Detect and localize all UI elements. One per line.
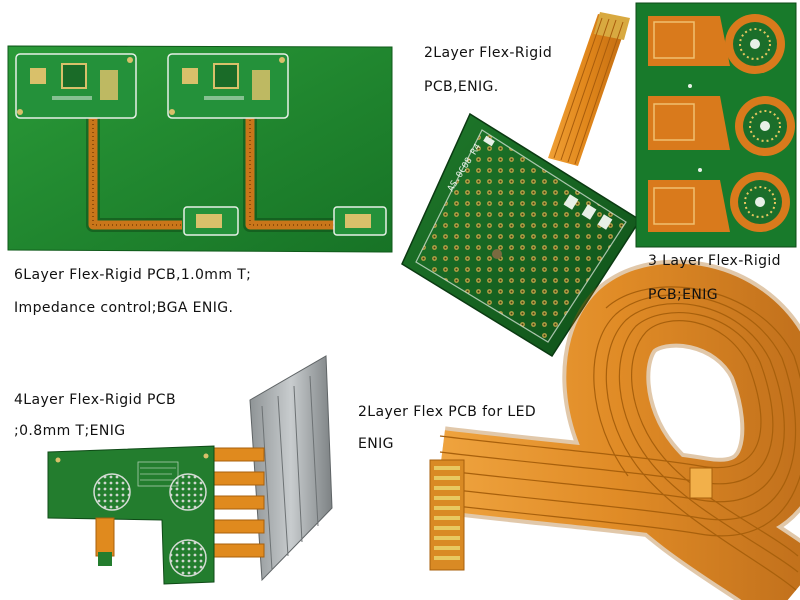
caption-two-layer-led-line1: 2Layer Flex PCB for LED: [358, 404, 537, 420]
caption-two-layer-rigid-line2: PCB,ENIG.: [424, 79, 499, 95]
caption-three-layer-line1: 3 Layer Flex-Rigid: [648, 253, 781, 269]
caption-six-layer-line1: 6Layer Flex-Rigid PCB,1.0mm T;: [14, 267, 252, 283]
three-layer-flex-rigid-pcb-photo: [635, 2, 797, 248]
four-layer-flex-rigid-pcb-photo: [47, 355, 333, 585]
two-layer-led-flex-pcb-photo: [429, 259, 800, 600]
caption-six-layer-line2: Impedance control;BGA ENIG.: [14, 300, 234, 316]
caption-four-layer-line1: 4Layer Flex-Rigid PCB: [14, 392, 176, 408]
caption-four-layer-line2: ;0.8mm T;ENIG: [14, 423, 126, 439]
caption-two-layer-led-line2: ENIG: [358, 436, 394, 452]
caption-three-layer-line2: PCB;ENIG: [648, 287, 719, 303]
six-layer-flex-rigid-pcb-photo: [7, 45, 393, 253]
two-layer-flex-rigid-pcb-photo: AS.0C08 R4: [401, 12, 642, 358]
caption-two-layer-rigid-line1: 2Layer Flex-Rigid: [424, 45, 553, 61]
